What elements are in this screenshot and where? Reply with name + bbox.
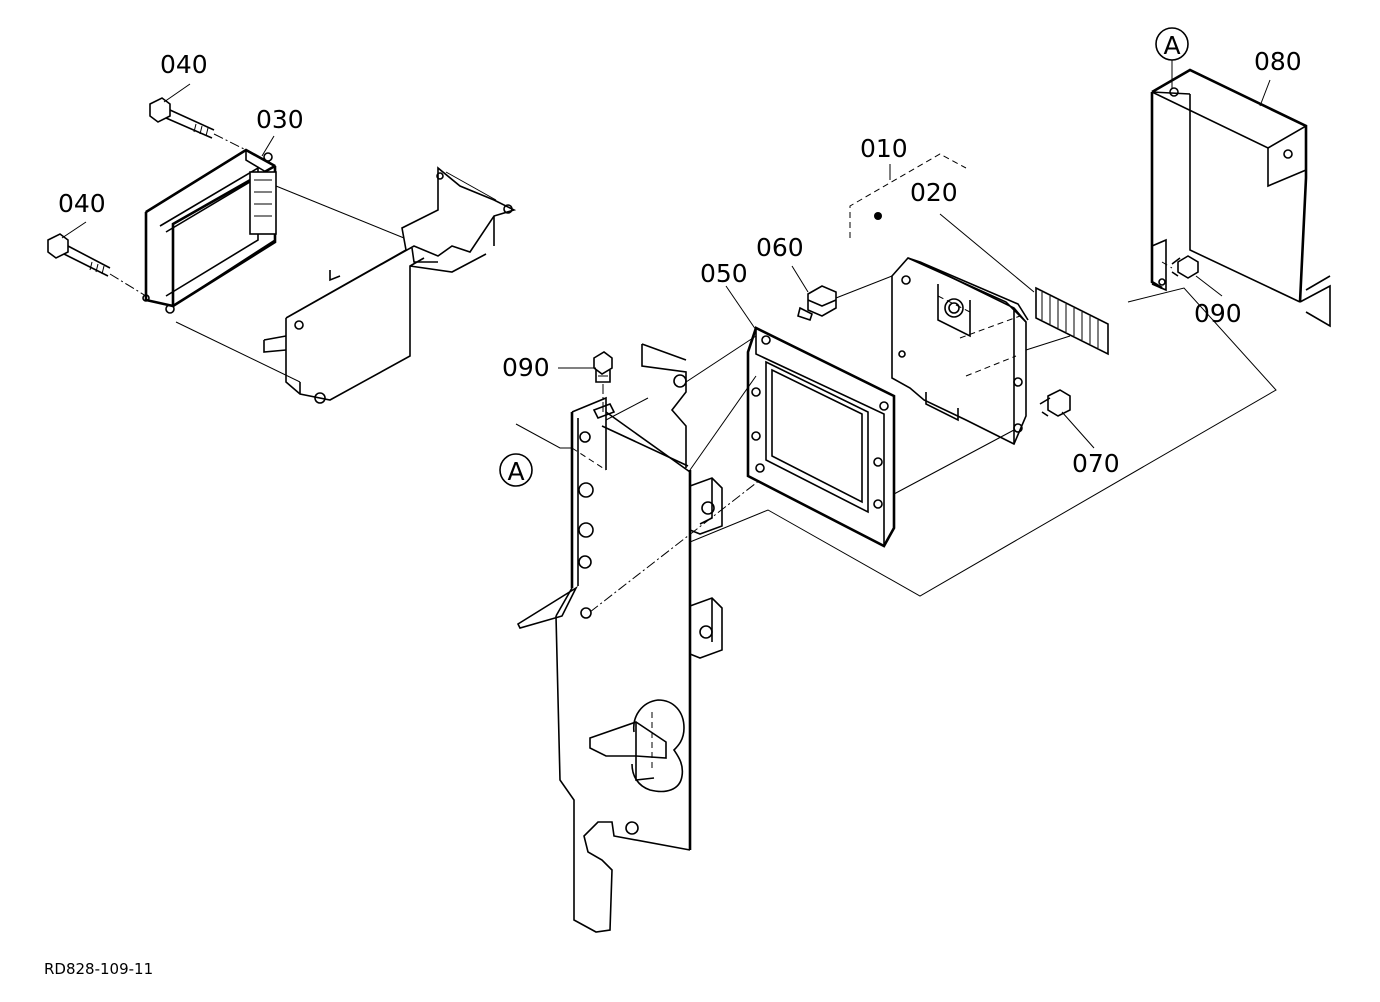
marker-a-left: A xyxy=(499,453,533,487)
part-020-controller xyxy=(891,257,1029,446)
marker-a-right: A xyxy=(1155,27,1189,61)
label-090-left: 090 xyxy=(502,353,550,382)
part-090-bolt-left xyxy=(592,351,616,420)
part-050-frame xyxy=(746,326,896,548)
hatched-label-plate xyxy=(1035,286,1109,356)
part-040-bolt-lower xyxy=(47,233,147,297)
label-010: 010 xyxy=(860,134,908,163)
label-090-right: 090 xyxy=(1194,299,1242,328)
part-090-bolt-right xyxy=(1161,255,1199,279)
part-030-housing xyxy=(142,148,277,314)
label-020: 020 xyxy=(910,178,958,207)
label-040-upper: 040 xyxy=(160,50,208,79)
part-070-bolt xyxy=(1039,389,1071,417)
label-050: 050 xyxy=(700,259,748,288)
label-060: 060 xyxy=(756,233,804,262)
label-040-lower: 040 xyxy=(58,189,106,218)
label-030: 030 xyxy=(256,105,304,134)
part-010-group-bracket xyxy=(849,153,967,238)
part-040-bolt-upper xyxy=(149,97,247,151)
part-060-bolt xyxy=(797,285,837,322)
assembly-line xyxy=(175,321,301,383)
part-080-cover xyxy=(1150,68,1331,328)
diagram-reference-code: RD828-109-11 xyxy=(44,960,153,978)
main-support-plate xyxy=(516,343,723,933)
marker-a-left-text: A xyxy=(507,457,524,486)
assembly-lines xyxy=(61,60,1277,613)
mounting-bracket-upper xyxy=(263,166,517,404)
label-080: 080 xyxy=(1254,47,1302,76)
label-070: 070 xyxy=(1072,449,1120,478)
part-010-assembly-dot xyxy=(874,212,882,220)
marker-a-right-text: A xyxy=(1163,31,1180,60)
assembly-line xyxy=(275,185,405,239)
